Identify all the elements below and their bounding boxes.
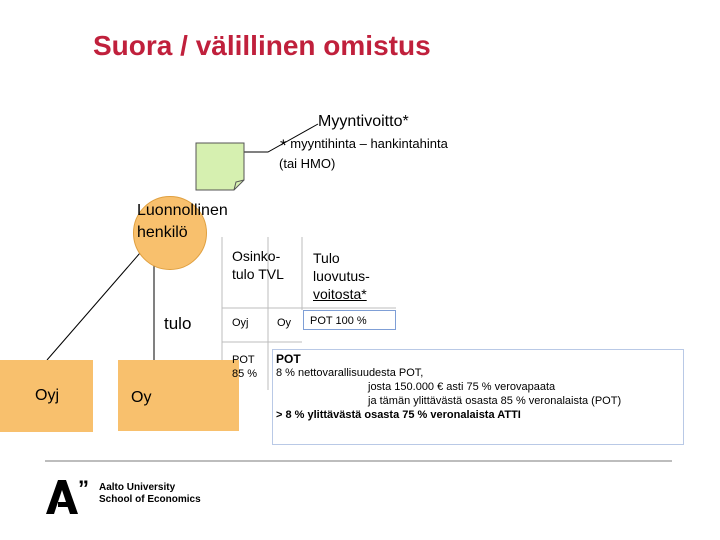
natural-person-label: Luonnollinen henkilö — [137, 200, 228, 244]
note-line-1: myyntihinta – hankintahinta — [290, 136, 448, 151]
sale-header-line-1: Tulo — [313, 250, 340, 266]
pot-line-4: > 8 % ylittävästä osasta 75 % veronalais… — [276, 409, 521, 421]
sale-gain-label: Myyntivoitto* — [318, 113, 409, 130]
person-line-1: Luonnollinen — [137, 202, 228, 219]
aalto-logo-icon: ” — [46, 478, 89, 514]
slide-title: Suora / välillinen omistus — [93, 30, 431, 61]
note-line-2: (tai HMO) — [279, 156, 336, 171]
dividend-column-header: Osinko- tulo TVL — [232, 247, 284, 283]
dividend-header-line-2: tulo TVL — [232, 266, 284, 282]
oy-box — [118, 360, 239, 431]
cell-oy: Oy — [277, 317, 292, 329]
person-line-2: henkilö — [137, 224, 188, 241]
oy-box-label: Oy — [131, 389, 152, 406]
cell-oyj: Oyj — [232, 317, 249, 329]
pot-line-3: ja tämän ylittävästä osasta 85 % veronal… — [368, 395, 622, 407]
oyj-box — [0, 360, 93, 432]
logo-line-2: School of Economics — [99, 494, 201, 505]
footer-divider — [45, 460, 672, 462]
sale-header-line-2: luovutus- — [313, 268, 370, 284]
cell-pot100: POT 100 % — [303, 310, 396, 330]
university-name: Aalto University School of Economics — [99, 482, 201, 506]
pot-heading: POT — [276, 352, 301, 366]
sale-header-line-3: voitosta* — [313, 286, 367, 302]
pot85-line-1: POT — [232, 354, 255, 366]
income-label: tulo — [164, 314, 192, 333]
person-circle — [133, 196, 207, 270]
sale-income-column-header: Tulo luovutus- voitosta* — [313, 249, 370, 303]
document-icon — [195, 142, 245, 191]
pot-line-2: josta 150.000 € asti 75 % verovapaata — [368, 381, 556, 393]
sale-gain-note: * myyntihinta – hankintahinta — [280, 136, 448, 156]
person-to-oyj-line — [46, 252, 141, 361]
cell-pot85: POT 85 % — [232, 353, 257, 381]
sale-gain-arrow-line — [244, 123, 319, 153]
pot-line-1: 8 % nettovarallisuudesta POT, — [276, 367, 424, 379]
oyj-box-label: Oyj — [35, 387, 59, 404]
pot-explanation-box — [272, 349, 684, 445]
note-star: * — [280, 136, 287, 155]
dividend-header-line-1: Osinko- — [232, 248, 281, 264]
pot85-line-2: 85 % — [232, 368, 258, 380]
pot-explanation-text: POT 8 % nettovarallisuudesta POT, josta … — [276, 352, 621, 422]
logo-line-1: Aalto University — [99, 482, 176, 493]
svg-text:”: ” — [78, 478, 89, 501]
